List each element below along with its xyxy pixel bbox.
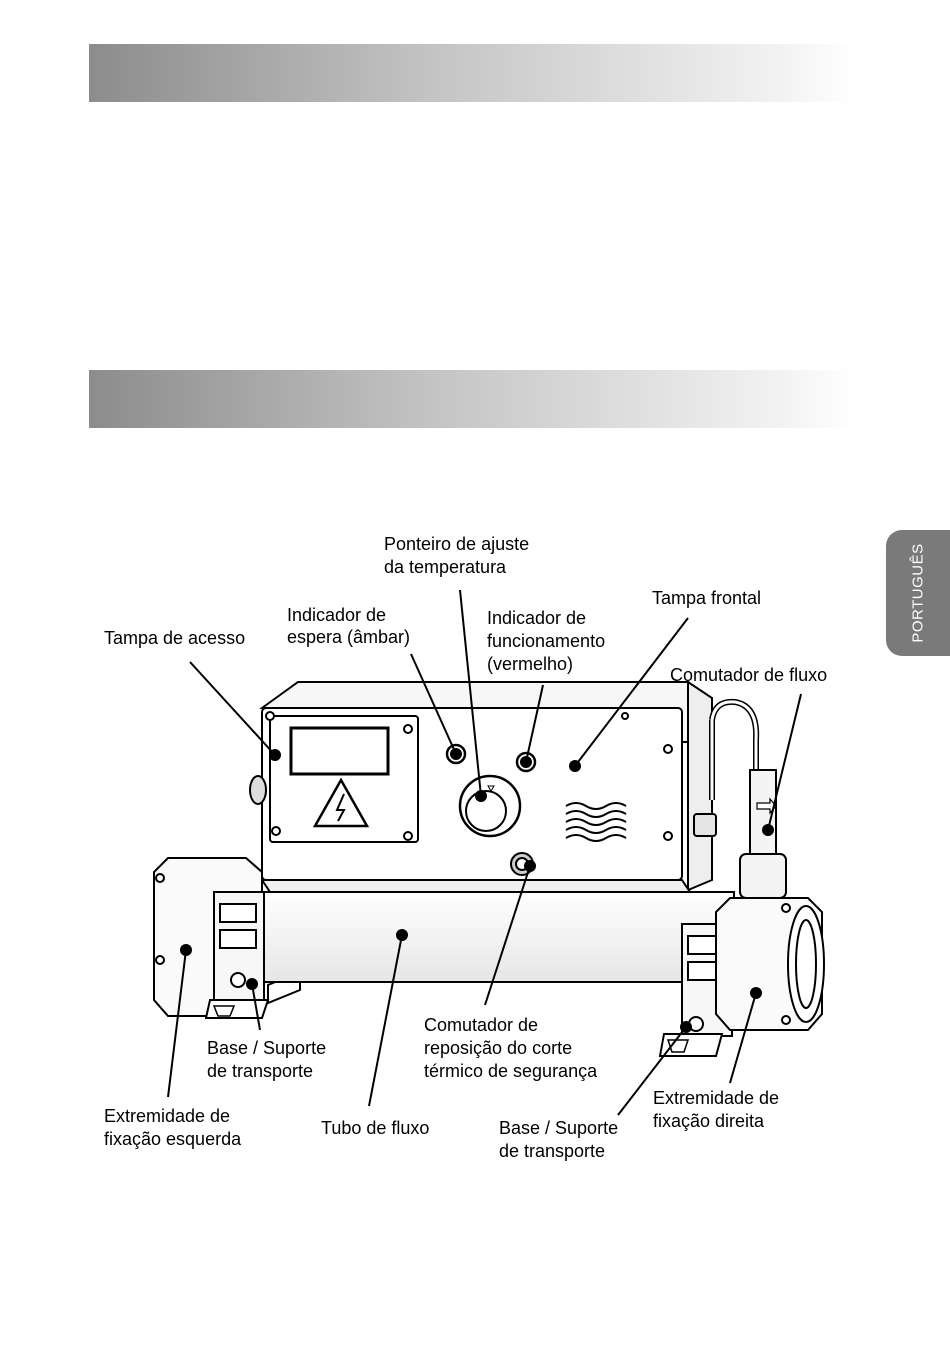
label-ponteiro-line: da temperatura — [384, 557, 507, 577]
label-extremidade-esquerda: Extremidade de fixação esquerda — [104, 1106, 242, 1149]
label-tubo: Tubo de fluxo — [321, 1118, 429, 1138]
label-comutador-reposicao-line: térmico de segurança — [424, 1061, 598, 1081]
label-comutador-reposicao: Comutador de reposição do corte térmico … — [424, 1015, 598, 1081]
label-espera: Indicador de espera (âmbar) — [287, 605, 410, 647]
label-ponteiro-line: Ponteiro de ajuste — [384, 534, 529, 554]
label-tampa-acesso: Tampa de acesso — [104, 628, 245, 648]
label-tubo-line: Tubo de fluxo — [321, 1118, 429, 1138]
label-espera-line: Indicador de — [287, 605, 386, 625]
label-comutador-fluxo: Comutador de fluxo — [670, 665, 827, 685]
label-tampa-frontal-line: Tampa frontal — [652, 588, 761, 608]
leader-lines — [167, 589, 802, 1116]
section-header-band-2 — [89, 370, 855, 428]
label-extremidade-direita-line: fixação direita — [653, 1111, 765, 1131]
label-funcionamento-line: funcionamento — [487, 631, 605, 651]
label-base-right-line: de transporte — [499, 1141, 605, 1161]
label-funcionamento: Indicador de funcionamento (vermelho) — [487, 608, 610, 674]
label-comutador-reposicao-line: Comutador de — [424, 1015, 538, 1035]
label-tampa-acesso-line: Tampa de acesso — [104, 628, 245, 648]
heater-illustration — [153, 680, 825, 1057]
section-header-band-1 — [89, 44, 855, 102]
label-tampa-frontal: Tampa frontal — [652, 588, 761, 608]
label-base-left-line: Base / Suporte — [207, 1038, 326, 1058]
label-extremidade-direita: Extremidade de fixação direita — [653, 1088, 784, 1131]
label-espera-line: espera (âmbar) — [287, 627, 410, 647]
label-comutador-fluxo-line: Comutador de fluxo — [670, 665, 827, 685]
label-base-right-line: Base / Suporte — [499, 1118, 618, 1138]
label-extremidade-direita-line: Extremidade de — [653, 1088, 779, 1108]
label-comutador-reposicao-line: reposição do corte — [424, 1038, 572, 1058]
label-funcionamento-line: (vermelho) — [487, 654, 573, 674]
label-ponteiro: Ponteiro de ajuste da temperatura — [384, 534, 534, 577]
label-extremidade-esquerda-line: fixação esquerda — [104, 1129, 242, 1149]
label-base-right: Base / Suporte de transporte — [499, 1118, 623, 1161]
label-extremidade-esquerda-line: Extremidade de — [104, 1106, 230, 1126]
label-base-left: Base / Suporte de transporte — [207, 1038, 331, 1081]
language-side-tab[interactable]: PORTUGUÊS — [886, 530, 950, 656]
label-funcionamento-line: Indicador de — [487, 608, 586, 628]
label-base-left-line: de transporte — [207, 1061, 313, 1081]
